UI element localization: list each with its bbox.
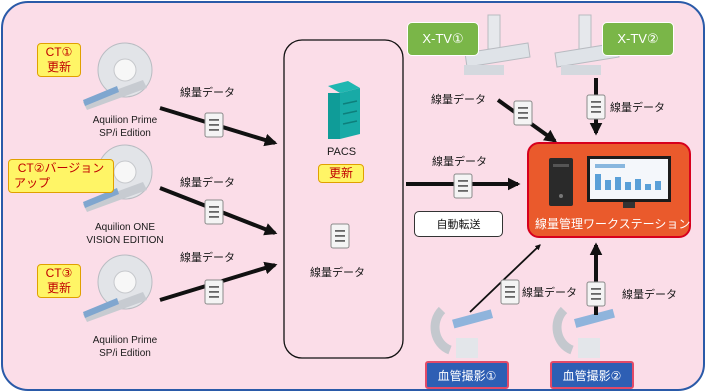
document-icon	[204, 279, 224, 305]
pacs-server-icon	[328, 81, 360, 139]
angiography-icon	[430, 306, 494, 358]
auto-transfer-callout: 自動転送	[414, 211, 503, 237]
ct3-data-label: 線量データ	[180, 252, 235, 264]
workstation-label: 線量管理ワークステーション	[535, 217, 691, 231]
pacs-name: PACS	[327, 146, 357, 158]
monitor-icon	[587, 156, 671, 208]
pacs-transfer-data-label: 線量データ	[432, 156, 487, 168]
workstation-pc-icon	[549, 158, 573, 206]
document-icon	[330, 223, 350, 249]
ct1-data-label: 線量データ	[180, 87, 235, 99]
document-icon	[586, 281, 606, 307]
angio2-data-label: 線量データ	[622, 289, 677, 301]
ct3-tag: CT③ 更新	[37, 264, 81, 298]
angio2-tag: 血管撮影②	[550, 361, 634, 389]
pacs-container	[283, 39, 404, 359]
ct2-data-label: 線量データ	[180, 177, 235, 189]
arrow-angio1-workstation	[469, 244, 541, 313]
xray-tv-icon	[464, 14, 531, 75]
ct1-model: Aquilion Prime SP/i Edition	[92, 115, 158, 139]
document-icon	[500, 279, 520, 305]
document-icon	[204, 112, 224, 138]
xtv2-data-label: 線量データ	[610, 102, 665, 114]
ct-scanner-icon	[83, 42, 153, 110]
ct-scanner-icon	[83, 254, 153, 322]
document-icon	[453, 173, 473, 199]
ct1-tag: CT① 更新	[37, 43, 81, 77]
ct2-model: Aquilion ONE VISION EDITION	[86, 222, 164, 246]
dose-management-workstation: 線量管理ワークステーション	[527, 142, 691, 238]
angiography-icon	[552, 306, 615, 358]
pacs-data-label: 線量データ	[310, 267, 365, 279]
xtv2-tag: X-TV②	[602, 22, 674, 56]
xtv1-tag: X-TV①	[407, 22, 479, 56]
document-icon	[586, 94, 606, 120]
document-icon	[513, 100, 533, 126]
ct3-model: Aquilion Prime SP/i Edition	[92, 335, 158, 359]
ct2-tag: CT②バージョン アップ	[8, 159, 114, 193]
angio1-data-label: 線量データ	[522, 287, 577, 299]
xtv1-data-label: 線量データ	[431, 94, 486, 106]
angio1-tag: 血管撮影①	[425, 361, 509, 389]
pacs-update-tag: 更新	[318, 164, 364, 183]
ct-scanner-icon	[83, 144, 153, 212]
document-icon	[204, 199, 224, 225]
